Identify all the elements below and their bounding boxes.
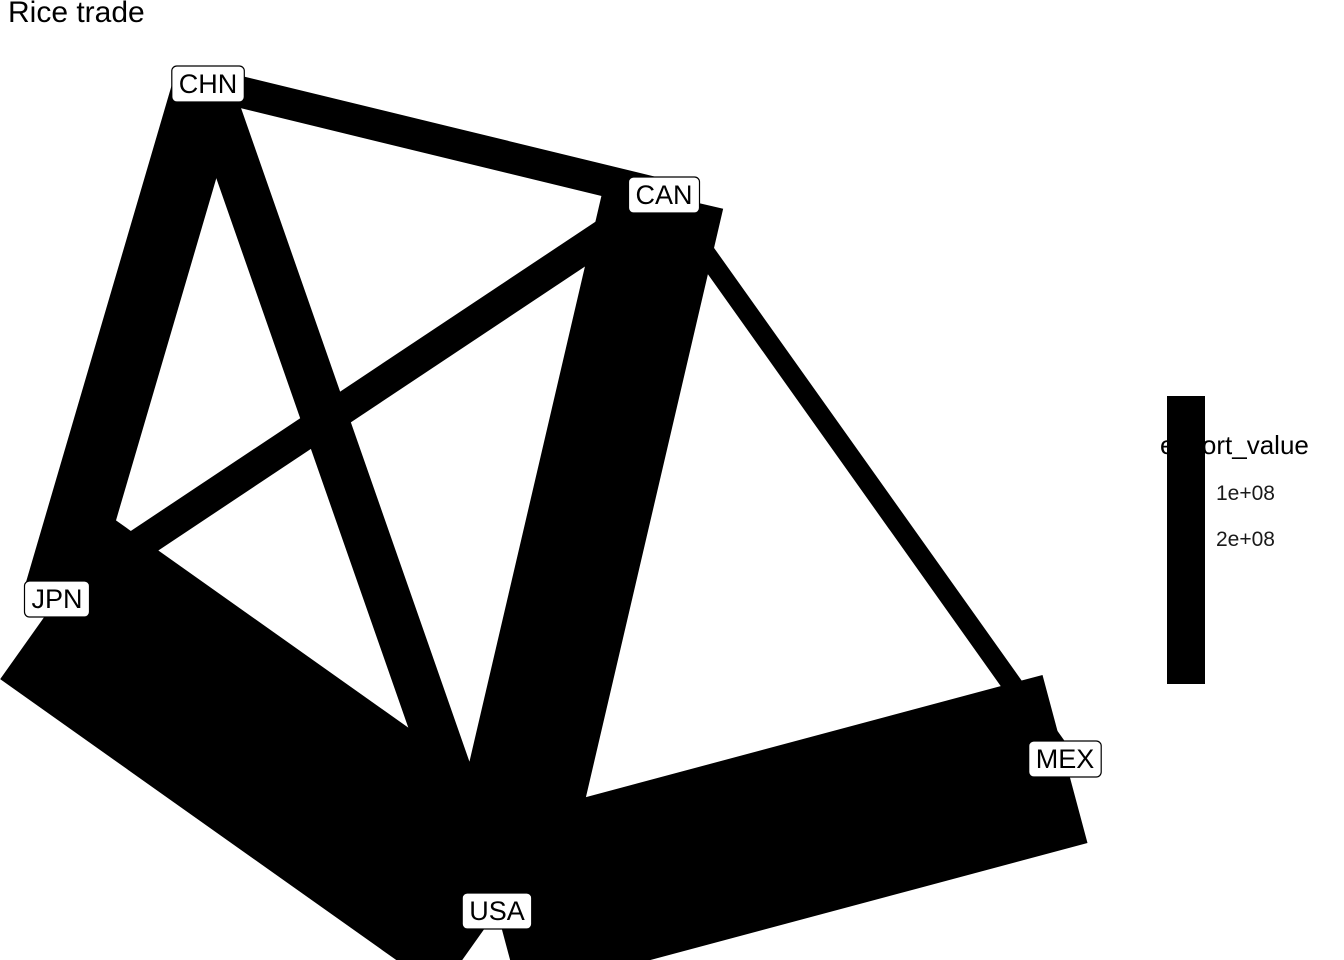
legend-key (1160, 396, 1212, 684)
edge-chn-jpn (23, 74, 242, 609)
edge-can-jpn (48, 181, 673, 613)
node-box (1028, 740, 1102, 778)
node-usa: USA (461, 892, 533, 930)
node-jpn: JPN (23, 580, 91, 618)
node-box (461, 892, 533, 930)
edge-can-mex (655, 189, 1074, 765)
node-mex: MEX (1028, 740, 1102, 778)
edges-layer (0, 68, 1088, 960)
node-box (627, 176, 701, 214)
nodes-layer: CHN CAN JPN USA MEX (23, 65, 1102, 930)
chart-title: Rice trade (8, 0, 145, 29)
edge-jpn-usa (0, 518, 554, 960)
node-chn: CHN (171, 65, 245, 103)
edge-can-usa (437, 181, 724, 925)
node-label: USA (469, 896, 525, 926)
edge-chn-can (204, 68, 668, 211)
node-label: JPN (31, 584, 82, 614)
legend-label: 1e+08 (1216, 482, 1275, 505)
node-box (23, 580, 91, 618)
legend-label: 2e+08 (1216, 528, 1275, 551)
legend-item: 2e+08 (1160, 396, 1344, 684)
node-label: CAN (635, 180, 692, 210)
node-label: CHN (179, 69, 238, 99)
node-can: CAN (627, 176, 701, 214)
node-label: MEX (1036, 744, 1095, 774)
legend-swatch (1167, 396, 1205, 684)
legend: export_value 1e+08 2e+08 (1160, 396, 1344, 684)
node-box (171, 65, 245, 103)
edge-usa-mex (474, 674, 1088, 960)
